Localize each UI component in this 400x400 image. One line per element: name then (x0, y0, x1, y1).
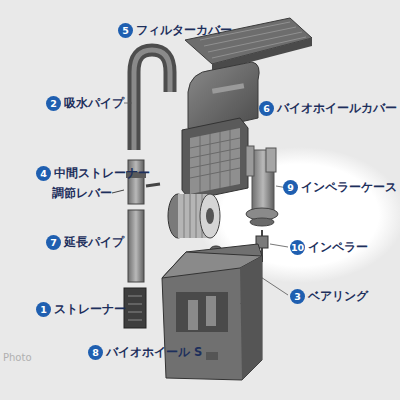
callout-number: 1 (36, 302, 51, 317)
intake-pipe (134, 50, 170, 150)
part-label: フィルターカバー (136, 23, 232, 37)
biowheel (168, 194, 220, 238)
part-label: 吸水パイプ (64, 96, 124, 110)
part-label: ストレーナー (54, 302, 126, 316)
callout-number: 4 (36, 166, 51, 181)
part-label: 延長パイプ (64, 235, 124, 249)
part-label: 調節レバー (52, 186, 112, 200)
watermark: Photo (3, 352, 32, 363)
leader-lines (124, 103, 248, 310)
callout-number: 3 (290, 289, 305, 304)
impeller-case (246, 146, 288, 226)
callout-number: 2 (46, 96, 61, 111)
part-label: ベアリング (308, 289, 368, 303)
callout-number: 6 (259, 101, 274, 116)
filter-cartridge (182, 118, 248, 200)
part-label: バイオホイールカバー (277, 101, 397, 115)
callout-number: 8 (88, 345, 103, 360)
part-label: インペラー (308, 240, 368, 254)
part-label: インペラーケース (301, 180, 397, 194)
extension-pipe (128, 210, 144, 282)
callout-number: 7 (46, 235, 61, 250)
callout-number: 5 (118, 23, 133, 38)
callout-number: 9 (283, 180, 298, 195)
part-label: バイオホイール S (106, 345, 202, 359)
strainer (124, 288, 146, 328)
part-label: 中間ストレーナー (54, 166, 150, 180)
callout-number: 10 (290, 240, 305, 255)
filter-housing (162, 244, 262, 380)
